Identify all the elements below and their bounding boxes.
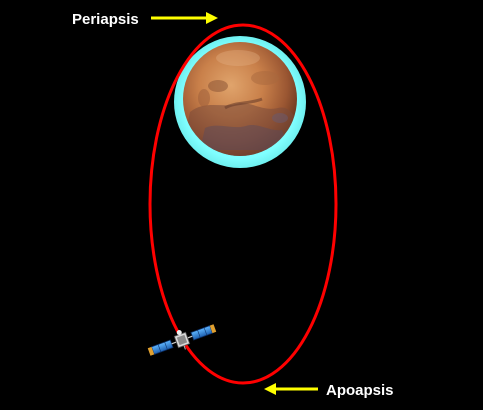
orbit-path [148, 23, 338, 385]
mars-planet [174, 36, 306, 168]
satellite-icon [147, 324, 217, 356]
mars-surface-features [183, 50, 297, 156]
periapsis-arrow [151, 12, 218, 24]
periapsis-label: Periapsis [72, 11, 139, 28]
apoapsis-label: Apoapsis [326, 382, 394, 399]
apoapsis-arrow [264, 383, 318, 395]
